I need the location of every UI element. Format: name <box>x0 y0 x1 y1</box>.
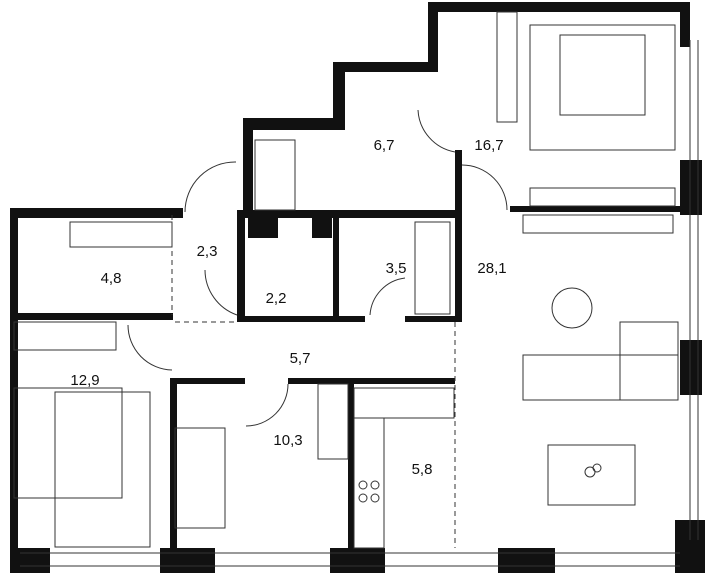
room-area-bedroom-master: 16,7 <box>474 137 503 154</box>
room-labels: 6,7 16,7 2,3 4,8 2,2 3,5 28,1 12,9 5,7 1… <box>70 137 506 478</box>
doors <box>127 109 508 427</box>
room-area-bedroom: 12,9 <box>70 372 99 389</box>
room-area-wc: 2,2 <box>266 290 287 307</box>
furniture <box>13 11 679 549</box>
room-area-children-room: 10,3 <box>273 432 302 449</box>
room-area-living-room: 28,1 <box>477 260 506 277</box>
wardrobe-child <box>317 383 349 460</box>
bathtub <box>414 221 451 315</box>
room-area-corridor: 5,7 <box>290 350 311 367</box>
shower <box>254 139 296 211</box>
tv-stand <box>529 187 676 207</box>
bed-master <box>529 24 676 151</box>
open-boundaries <box>171 215 456 548</box>
dining-table <box>547 444 636 506</box>
interior-walls <box>10 150 682 550</box>
exterior-walls <box>10 2 705 573</box>
windows <box>20 40 699 567</box>
room-area-wardrobe: 4,8 <box>101 270 122 287</box>
room-area-kitchen: 5,8 <box>412 461 433 478</box>
room-area-bathroom: 3,5 <box>386 260 407 277</box>
wardrobe-bedroom <box>13 321 117 351</box>
coffee-table <box>551 287 593 329</box>
bed-child <box>174 427 226 529</box>
sofa <box>522 354 679 401</box>
wardrobe-master <box>496 11 518 123</box>
room-area-hall-entry: 2,3 <box>197 243 218 260</box>
wardrobe-hall <box>69 221 173 248</box>
kitchen-counter <box>353 387 455 419</box>
room-area-bathroom-master: 6,7 <box>374 137 395 154</box>
bed-bedroom <box>13 387 123 499</box>
